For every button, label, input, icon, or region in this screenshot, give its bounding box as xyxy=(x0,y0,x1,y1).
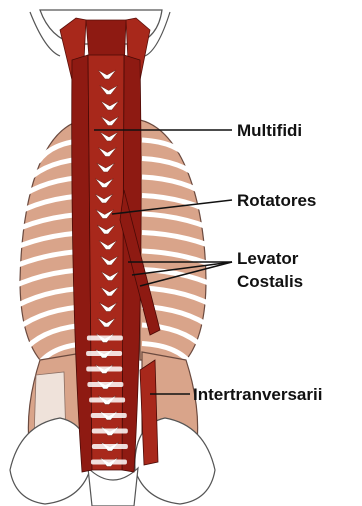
label-costalis: Costalis xyxy=(237,272,303,291)
label-intertranversarii: Intertranversarii xyxy=(193,385,322,404)
label-levator: Levator xyxy=(237,249,299,268)
lumbar-transverse-process xyxy=(92,429,128,434)
lumbar-transverse-process xyxy=(86,367,122,372)
label-multifidi: Multifidi xyxy=(237,121,302,140)
lumbar-transverse-process xyxy=(86,351,122,356)
lumbar-transverse-process xyxy=(91,413,127,418)
lumbar-transverse-process xyxy=(87,336,123,341)
lumbar-transverse-process xyxy=(92,444,128,449)
lumbar-transverse-process xyxy=(89,398,125,403)
lumbar-transverse-process xyxy=(87,382,123,387)
label-rotatores: Rotatores xyxy=(237,191,316,210)
lumbar-transverse-process xyxy=(91,460,127,465)
